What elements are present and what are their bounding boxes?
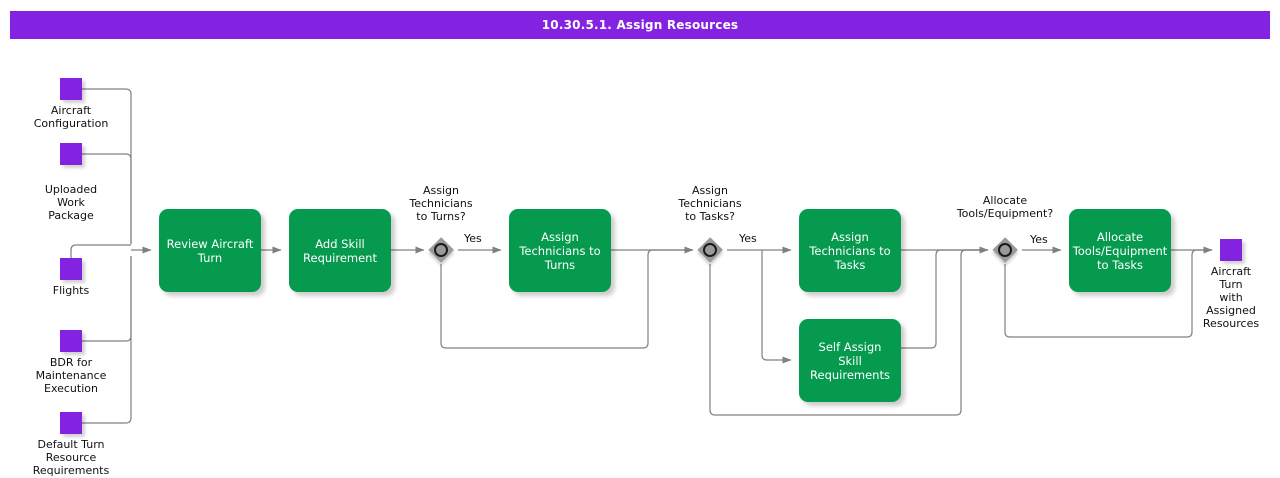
data-object-label: Aircraft Turn with Assigned Resources <box>1202 265 1260 330</box>
task-add-skill-requirement[interactable]: Add Skill Requirement <box>289 209 391 292</box>
page-title: 10.30.5.1. Assign Resources <box>10 11 1270 39</box>
edge-bdr <box>82 256 132 342</box>
edge-default-turn-resource <box>82 256 132 424</box>
data-object-label: Flights <box>52 284 90 297</box>
data-object-bdr-for-maintenance-execution[interactable]: BDR for Maintenance Execution <box>36 330 106 395</box>
data-object-label: Uploaded Work Package <box>44 183 98 222</box>
edge-label-yes-allocate: Yes <box>1030 233 1048 246</box>
task-label: Self Assign Skill Requirements <box>810 339 890 382</box>
gateway-allocate-tools-equipment[interactable] <box>991 236 1018 263</box>
inclusive-gateway-icon <box>703 243 717 257</box>
edge-aircraft-configuration <box>82 88 132 244</box>
edge-label-yes-turns: Yes <box>464 232 482 245</box>
task-assign-technicians-to-tasks[interactable]: Assign Technicians to Tasks <box>799 209 901 292</box>
gateway-assign-technicians-to-turns[interactable] <box>427 236 454 263</box>
data-object-icon <box>60 330 82 352</box>
edge-flights <box>70 244 131 258</box>
task-label: Allocate Tools/Equipment to Tasks <box>1072 229 1168 272</box>
data-object-label: Aircraft Configuration <box>33 104 109 130</box>
inclusive-gateway-icon <box>998 243 1012 257</box>
task-label: Assign Technicians to Tasks <box>809 229 891 272</box>
task-allocate-tools-equipment-to-tasks[interactable]: Allocate Tools/Equipment to Tasks <box>1069 209 1171 292</box>
edge-gw3-bypass <box>1004 249 1212 338</box>
data-object-aircraft-turn-with-assigned-resources[interactable]: Aircraft Turn with Assigned Resources <box>1203 239 1259 330</box>
data-object-icon <box>60 143 82 165</box>
task-label: Add Skill Requirement <box>303 236 377 265</box>
data-object-aircraft-configuration[interactable]: Aircraft Configuration <box>34 78 108 130</box>
task-review-aircraft-turn[interactable]: Review Aircraft Turn <box>159 209 261 292</box>
data-object-default-turn-resource-requirements[interactable]: Default Turn Resource Requirements <box>33 412 109 477</box>
inclusive-gateway-icon <box>434 243 448 257</box>
gateway-assign-technicians-to-tasks[interactable] <box>696 236 723 263</box>
gateway-label-allocate-tools-equipment: Allocate Tools/Equipment? <box>956 194 1054 220</box>
task-self-assign-skill-requirements[interactable]: Self Assign Skill Requirements <box>799 319 901 402</box>
edge-gw1-bypass <box>440 249 693 349</box>
edge-label-yes-tasks: Yes <box>739 232 757 245</box>
gateway-label-assign-technicians-to-tasks: Assign Technicians to Tasks? <box>678 184 742 223</box>
data-object-icon <box>1220 239 1242 261</box>
data-object-label: BDR for Maintenance Execution <box>35 356 107 395</box>
task-label: Assign Technicians to Turns <box>519 229 601 272</box>
data-object-icon <box>60 412 82 434</box>
edge-uploaded-work-package <box>82 153 132 244</box>
edge-selfassign-merge <box>901 249 988 349</box>
gateway-label-assign-technicians-to-turns: Assign Technicians to Turns? <box>409 184 473 223</box>
data-object-icon <box>60 258 82 280</box>
data-object-label: Default Turn Resource Requirements <box>32 438 110 477</box>
task-assign-technicians-to-turns[interactable]: Assign Technicians to Turns <box>509 209 611 292</box>
edge-gw2-bypass <box>709 249 988 416</box>
data-object-flights[interactable]: Flights <box>53 258 89 297</box>
data-object-icon <box>60 78 82 100</box>
task-label: Review Aircraft Turn <box>166 236 254 265</box>
data-object-uploaded-work-package[interactable]: Uploaded Work Package <box>45 143 97 222</box>
edge-gw2-to-selfassign <box>761 250 792 364</box>
